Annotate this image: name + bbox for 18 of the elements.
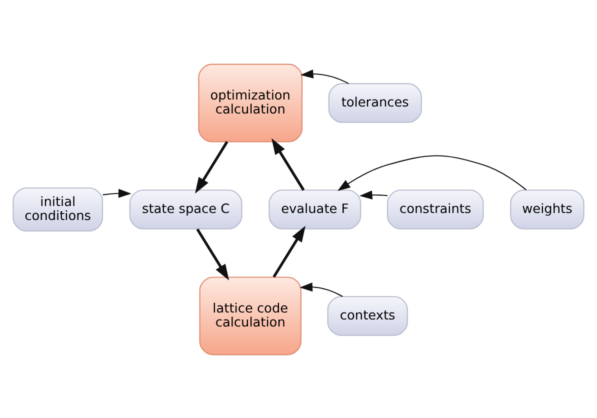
node-box: weights	[510, 189, 584, 229]
arrow	[337, 154, 527, 191]
arrow	[300, 68, 349, 84]
arrow	[272, 225, 306, 278]
node-box: state space C	[129, 189, 242, 229]
arrow	[195, 140, 228, 194]
node-box: lattice code calculation	[199, 276, 302, 355]
node-box: tolerances	[328, 82, 422, 122]
node-box: initial conditions	[12, 186, 104, 232]
node-box: evaluate F	[268, 189, 362, 229]
arrow	[272, 138, 305, 190]
arrow	[102, 188, 132, 198]
arrow	[359, 190, 388, 199]
node-box: optimization calculation	[198, 63, 303, 142]
arrow	[300, 282, 343, 297]
node-box: constraints	[386, 189, 484, 229]
arrow	[196, 228, 230, 280]
node-box: contexts	[327, 296, 408, 336]
